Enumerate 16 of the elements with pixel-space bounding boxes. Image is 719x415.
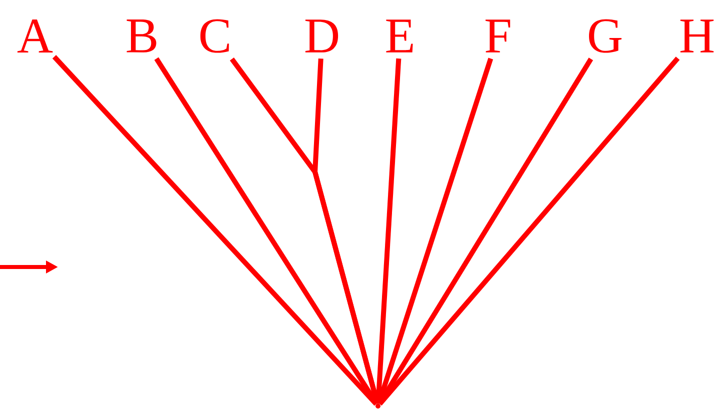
leaf-label: D: [305, 20, 338, 52]
branch-line: [52, 55, 378, 406]
branch-line: [378, 56, 680, 406]
leaf-label: G: [589, 19, 622, 53]
leaf-label: H: [680, 20, 714, 52]
branch-line: [377, 58, 594, 405]
leaf-label: F: [486, 20, 510, 52]
branch-line: [312, 58, 380, 404]
root-point: [376, 404, 380, 408]
branch-line: [154, 57, 379, 406]
leaf-label: A: [17, 19, 53, 52]
branch-line: [376, 58, 494, 404]
leaf-label: C: [200, 19, 229, 53]
leaf-label: E: [386, 20, 413, 52]
branch-line: [376, 58, 402, 404]
leaf-label: B: [126, 20, 156, 52]
